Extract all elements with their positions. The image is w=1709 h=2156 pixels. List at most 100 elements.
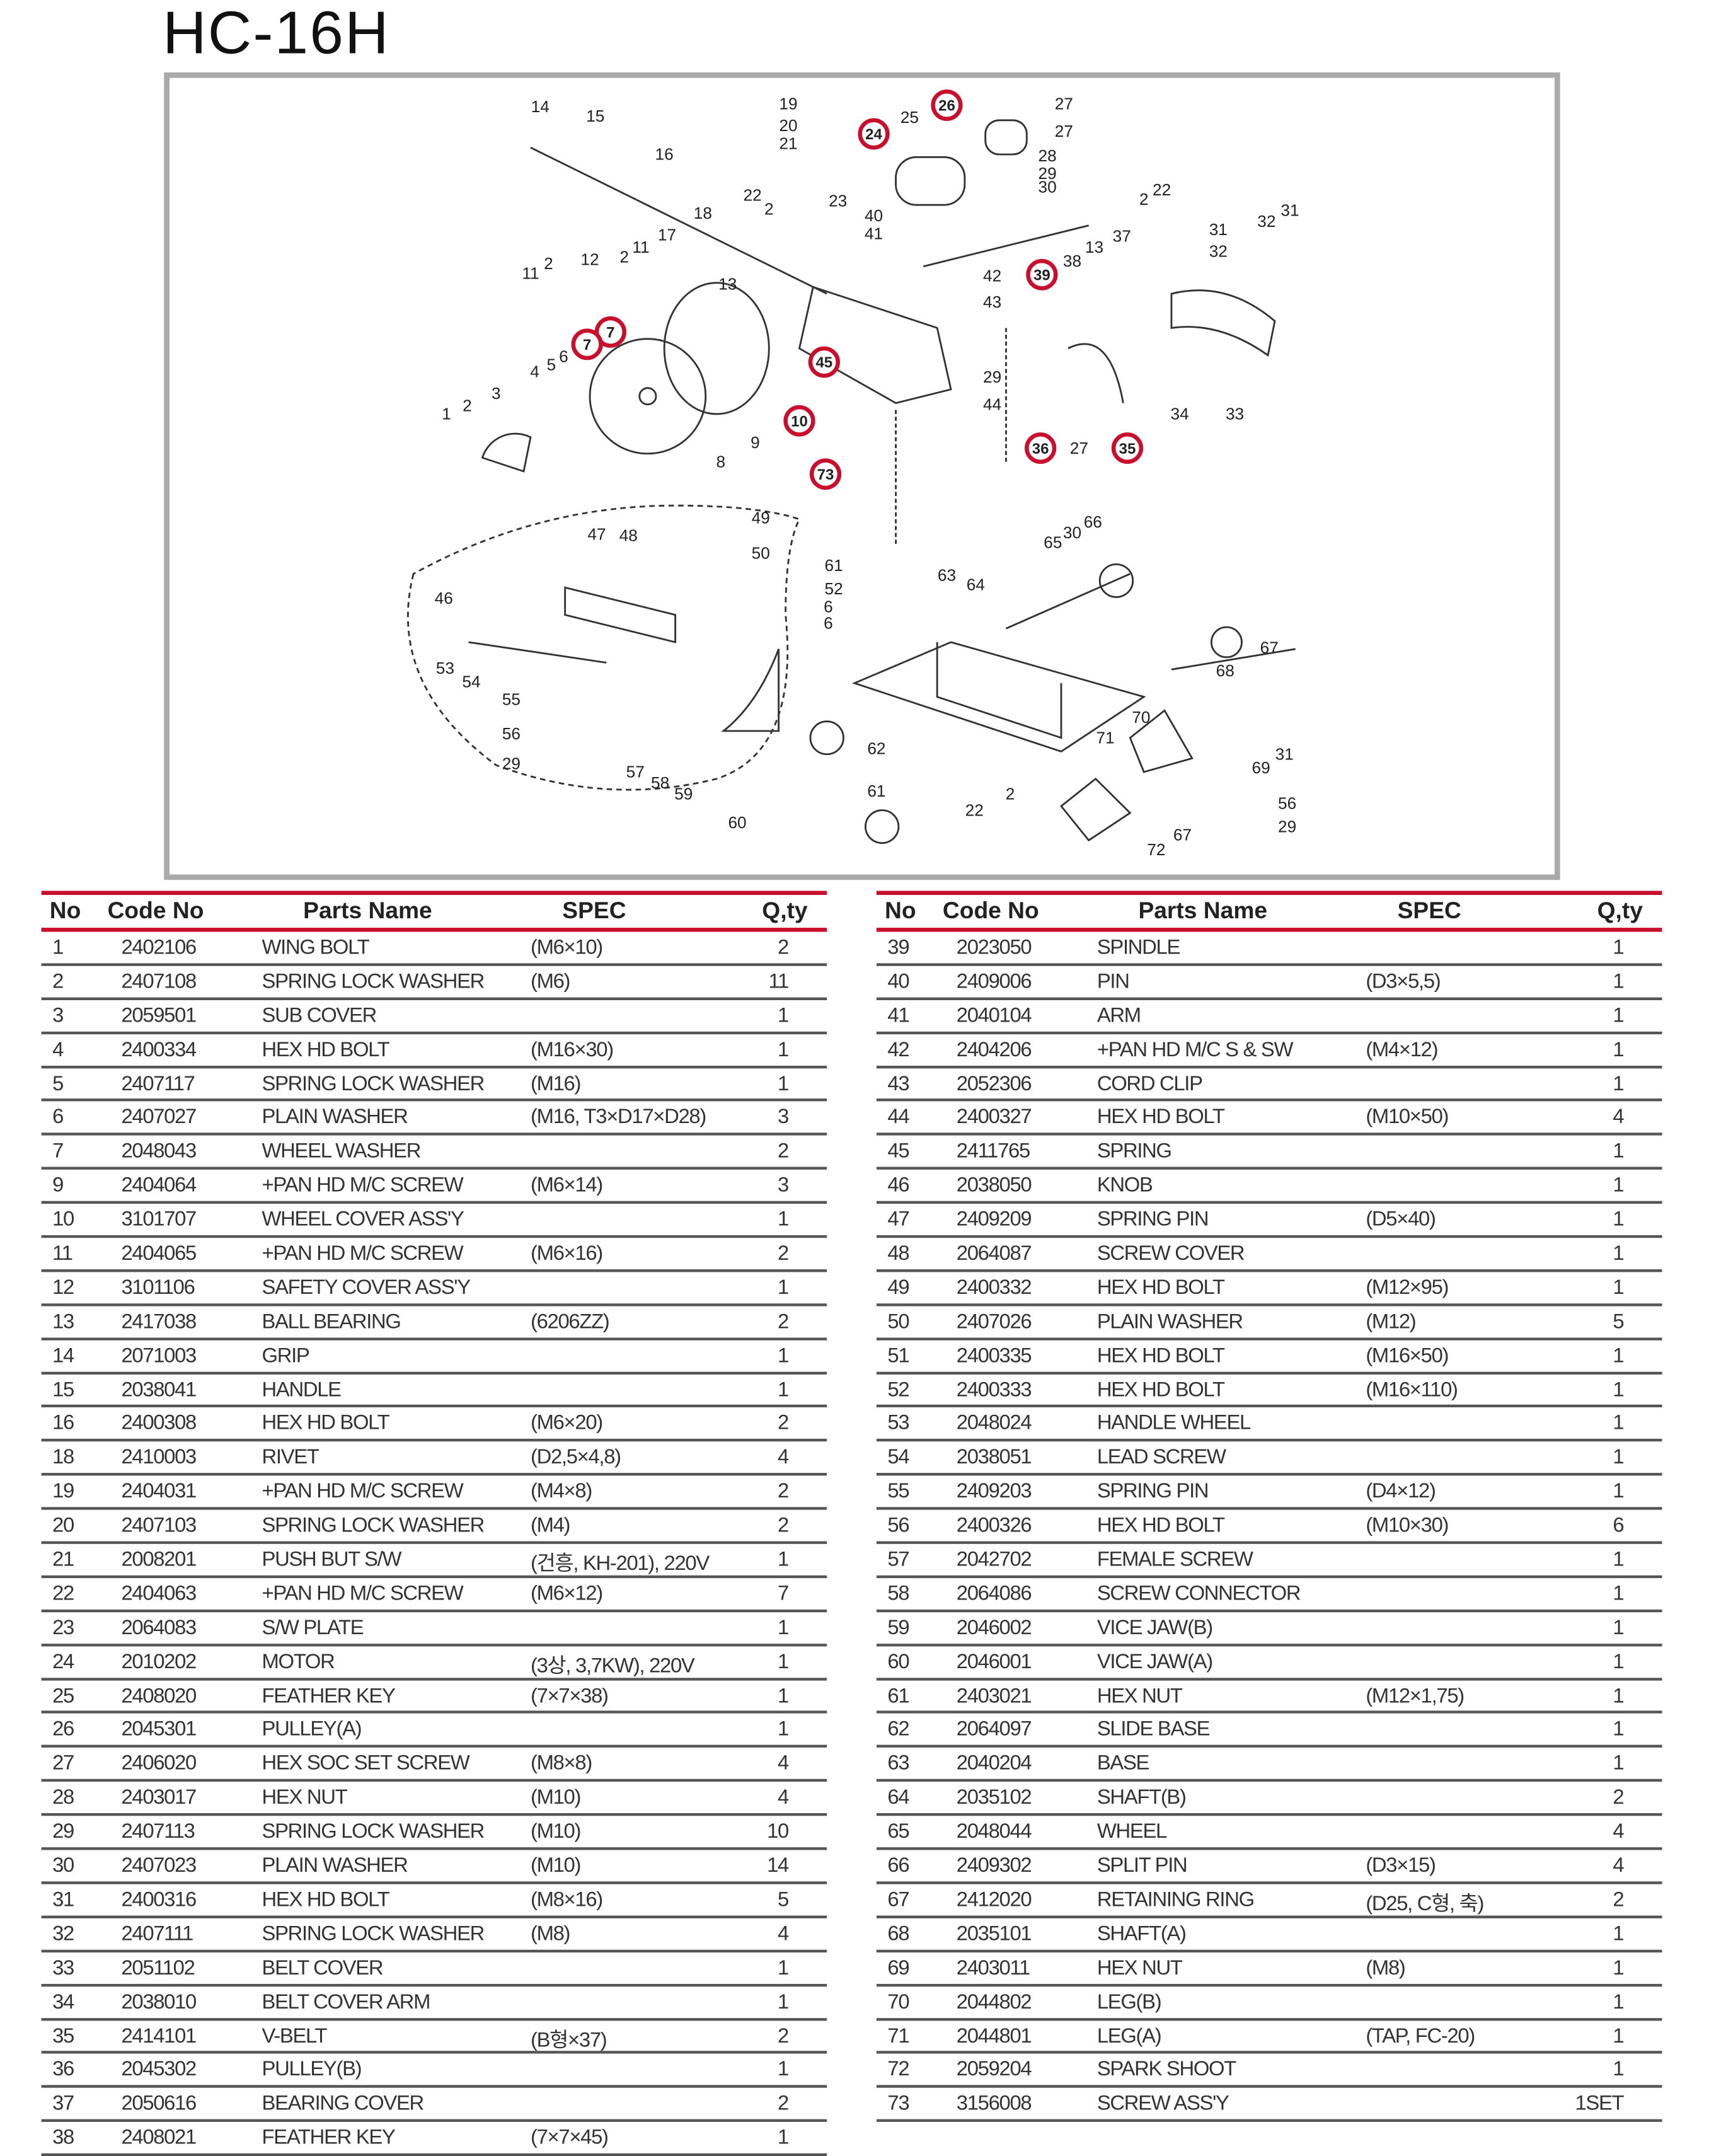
cell-name: SUB COVER (262, 1004, 377, 1027)
cell-spec: (M4×8) (530, 1480, 592, 1504)
cell-spec: (D4×12) (1366, 1480, 1436, 1504)
cell-no: 6 (52, 1105, 64, 1129)
cell-no: 5 (52, 1071, 64, 1095)
callout-68: 68 (1216, 661, 1234, 680)
cell-spec: (M16) (530, 1071, 581, 1095)
cell-no: 33 (52, 1956, 74, 1980)
cell-name: SCREW CONNECTOR (1096, 1582, 1301, 1606)
cell-no: 32 (52, 1922, 74, 1946)
cell-qty: 11 (768, 970, 790, 993)
cell-code: 2010202 (121, 1650, 197, 1674)
cell-no: 9 (52, 1173, 64, 1197)
cell-no: 34 (52, 1990, 74, 2014)
cell-qty: 4 (1613, 1854, 1624, 1877)
cell-qty: 1 (1613, 1071, 1624, 1095)
callout-49: 49 (752, 508, 770, 527)
cell-name: VICE JAW(B) (1096, 1616, 1213, 1640)
cell-no: 28 (52, 1786, 74, 1810)
header-spec: SPEC (562, 897, 626, 924)
cell-name: BEARING COVER (262, 2092, 425, 2116)
cell-no: 51 (887, 1344, 909, 1368)
callout-13: 13 (1085, 238, 1103, 257)
cell-spec: (M8×16) (530, 1888, 603, 1911)
cell-code: 3156008 (956, 2092, 1032, 2116)
callout-73: 73 (817, 466, 834, 483)
cell-name: +PAN HD M/C SCREW (262, 1173, 464, 1197)
cell-name: BELT COVER ARM (262, 1990, 431, 2014)
cell-name: SPRING LOCK WASHER (262, 970, 485, 993)
cell-code: 2400316 (121, 1888, 197, 1911)
cell-no: 15 (52, 1378, 74, 1402)
cell-name: HEX HD BOLT (1096, 1344, 1225, 1368)
cell-spec: (D5×40) (1366, 1208, 1436, 1231)
cell-qty: 1 (778, 1548, 789, 1572)
cell-name: HEX HD BOLT (262, 1888, 390, 1911)
cell-no: 36 (52, 2058, 74, 2082)
cell-no: 57 (887, 1548, 909, 1572)
callout-29: 29 (983, 367, 1001, 386)
cell-no: 54 (887, 1446, 909, 1470)
cell-no: 7 (52, 1139, 64, 1163)
callout-72: 72 (1147, 840, 1165, 859)
cell-no: 52 (887, 1378, 909, 1402)
cell-no: 22 (52, 1582, 74, 1606)
cell-no: 70 (887, 1990, 909, 2014)
callout-21: 21 (779, 134, 797, 153)
cell-name: HANDLE WHEEL (1096, 1412, 1251, 1436)
cell-no: 46 (887, 1173, 909, 1197)
cell-name: SPRING PIN (1096, 1208, 1209, 1231)
cell-name: GRIP (262, 1344, 310, 1368)
cell-no: 65 (887, 1820, 909, 1843)
cell-name: SPINDLE (1096, 936, 1181, 959)
callout-11: 11 (522, 263, 539, 282)
cell-qty: 2 (778, 2092, 789, 2116)
cell-name: PIN (1096, 970, 1130, 993)
callout-66: 66 (1084, 512, 1102, 531)
cell-code: 2400308 (121, 1412, 197, 1436)
cell-qty: 1 (778, 1276, 789, 1300)
cell-qty: 4 (1613, 1820, 1624, 1843)
callout-22: 22 (1153, 180, 1171, 199)
cell-no: 2 (52, 970, 64, 993)
cell-name: HEX NUT (262, 1786, 348, 1810)
cell-no: 18 (52, 1446, 74, 1470)
diagram-parts (406, 119, 1296, 845)
diagram-frame (164, 72, 1560, 880)
callout-65: 65 (1044, 533, 1062, 551)
cell-no: 24 (52, 1650, 74, 1674)
callout-9: 9 (751, 433, 760, 452)
cell-spec: (M12) (1366, 1310, 1416, 1334)
cell-code: 2409203 (956, 1480, 1032, 1504)
cell-code: 2050616 (121, 2092, 197, 2116)
callout-31: 31 (1280, 201, 1299, 220)
cell-spec: (M6×10) (530, 936, 603, 959)
cell-spec: (M6×14) (530, 1173, 603, 1197)
table-header: No Code No Parts Name SPEC Q,ty (41, 891, 827, 932)
cell-name: SPRING LOCK WASHER (262, 1820, 485, 1843)
cell-code: 2071003 (121, 1344, 197, 1368)
cell-name: BALL BEARING (262, 1310, 401, 1334)
cell-code: 2040204 (956, 1752, 1032, 1776)
cell-code: 2407117 (121, 1071, 195, 1095)
cell-no: 73 (887, 2092, 909, 2116)
cell-no: 38 (52, 2126, 74, 2150)
cell-qty: 6 (1613, 1514, 1624, 1538)
callout-69: 69 (1252, 758, 1270, 777)
cell-name: SPRING LOCK WASHER (262, 1071, 485, 1095)
callout-67: 67 (1260, 638, 1279, 657)
